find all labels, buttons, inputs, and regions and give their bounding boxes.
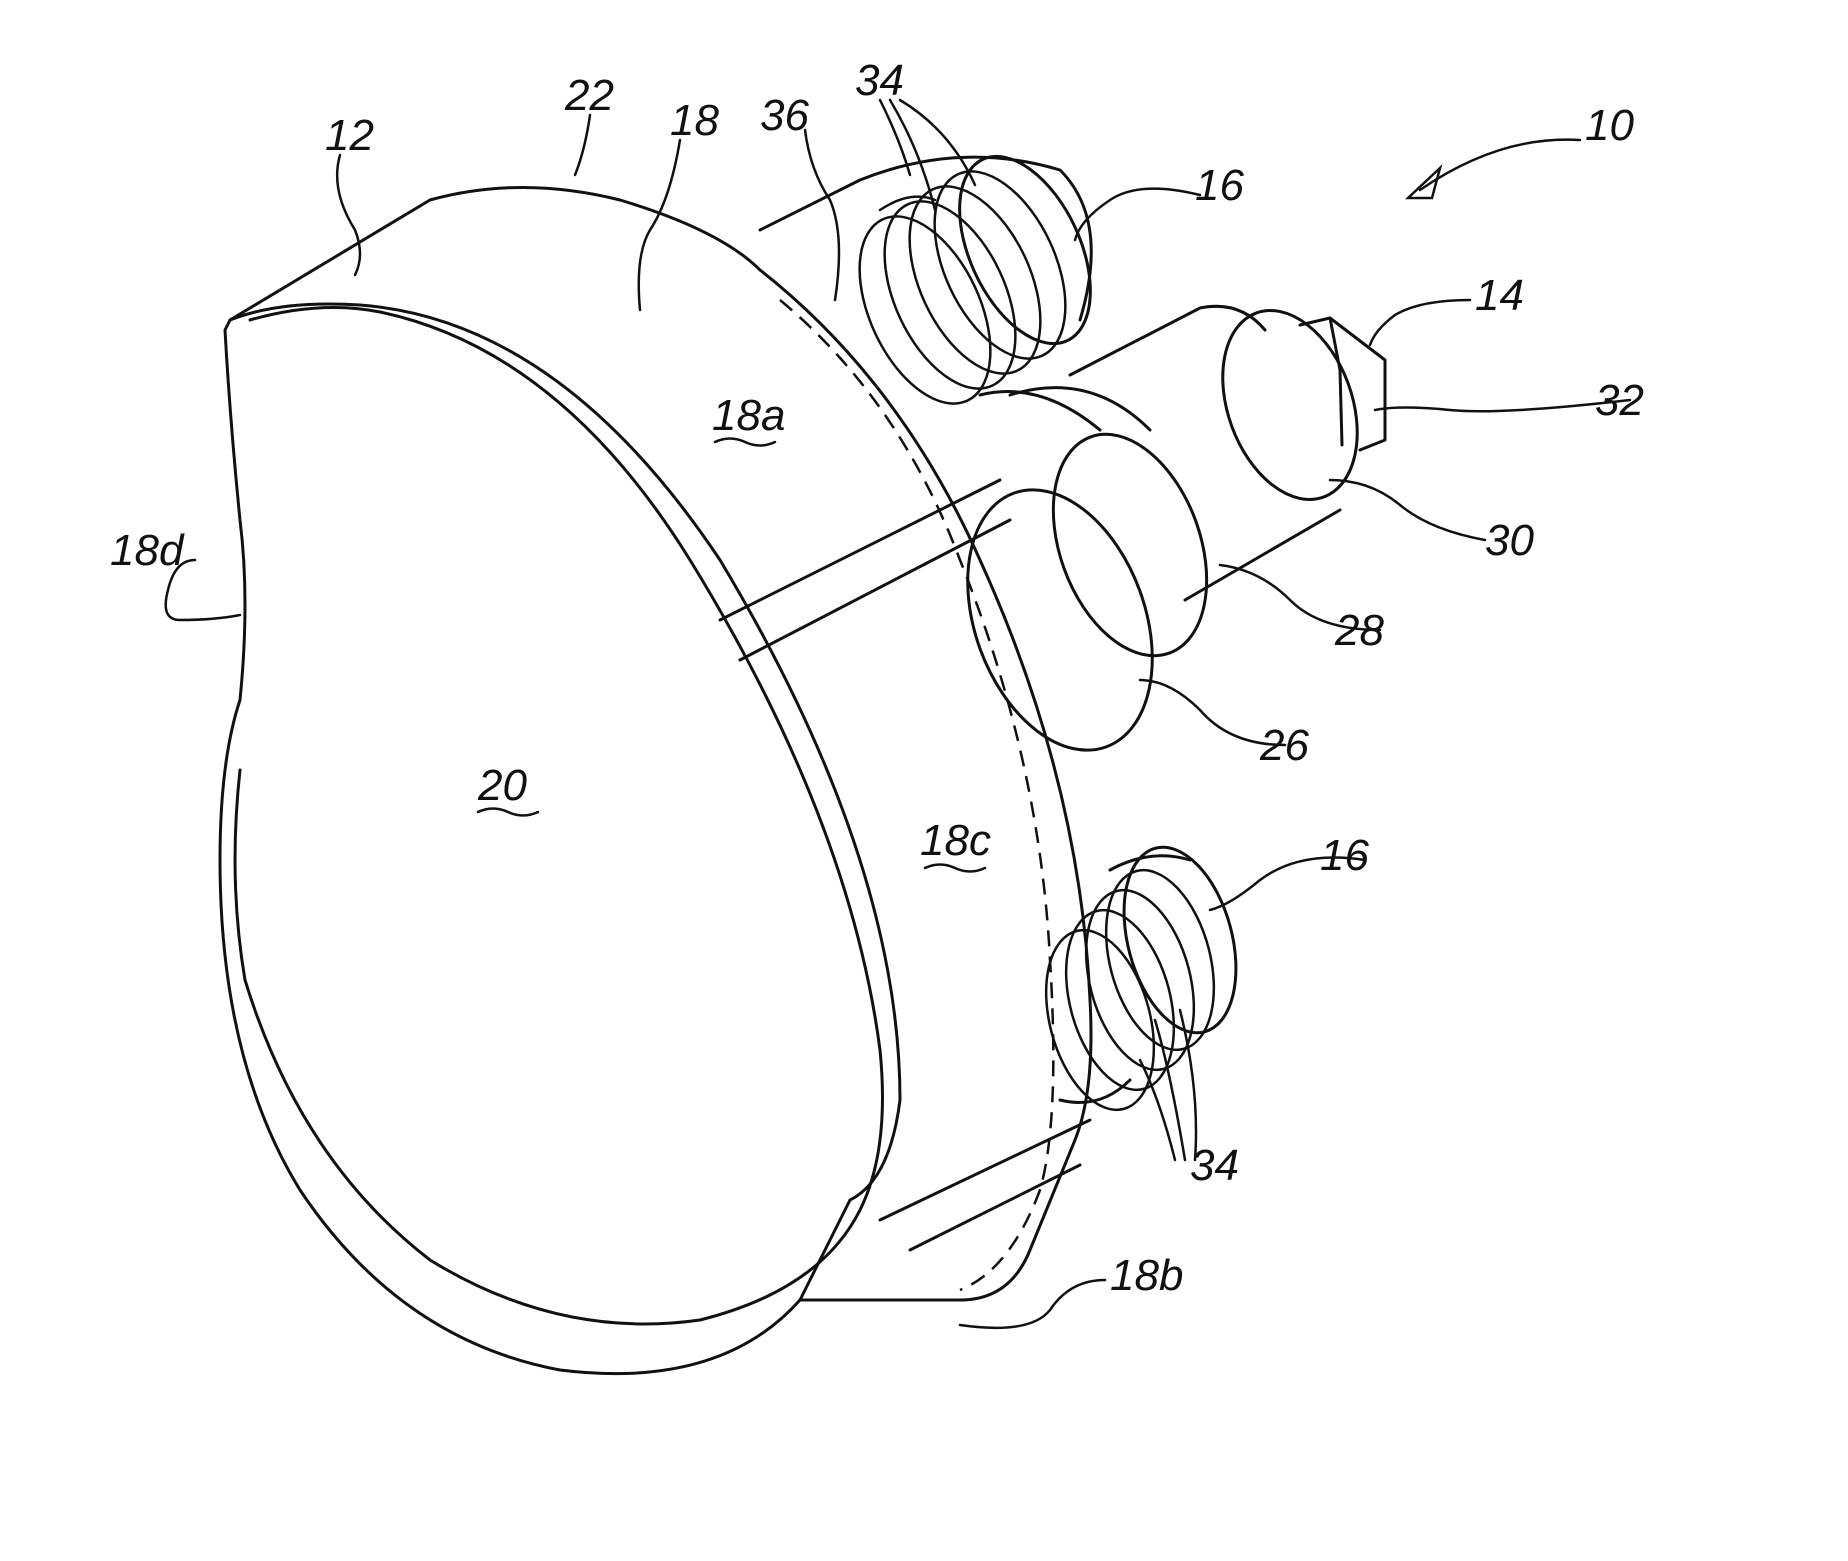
label-22: 22 [564, 71, 614, 120]
label-18b: 18b [1110, 1251, 1183, 1300]
label-10: 10 [1585, 101, 1634, 150]
label-18: 18 [670, 96, 719, 145]
upper-fastener-16 [760, 136, 1117, 424]
squiggle-18c [925, 865, 985, 872]
arrow-10-shaft [1420, 140, 1580, 190]
leader-lines [166, 100, 1630, 1328]
label-16-top: 16 [1195, 161, 1244, 210]
label-16-bottom: 16 [1320, 831, 1369, 880]
label-36: 36 [760, 91, 809, 140]
label-30: 30 [1485, 516, 1534, 565]
reference-labels: 10 12 22 18 36 34 16 14 32 30 28 26 18a … [110, 56, 1644, 1300]
lower-fastener-16 [1028, 835, 1255, 1122]
label-26: 26 [1259, 721, 1309, 770]
arrow-10-head [1408, 168, 1440, 198]
label-18d: 18d [110, 526, 185, 575]
label-34-top: 34 [855, 56, 904, 105]
label-14: 14 [1475, 271, 1524, 320]
label-32: 32 [1595, 376, 1644, 425]
label-20: 20 [477, 761, 527, 810]
label-18a: 18a [712, 391, 785, 440]
label-34-bottom: 34 [1190, 1141, 1239, 1190]
main-body-12 [220, 188, 1091, 1374]
label-12: 12 [325, 111, 374, 160]
label-18c: 18c [920, 816, 991, 865]
label-28: 28 [1334, 606, 1384, 655]
shaft-assembly [934, 292, 1385, 776]
